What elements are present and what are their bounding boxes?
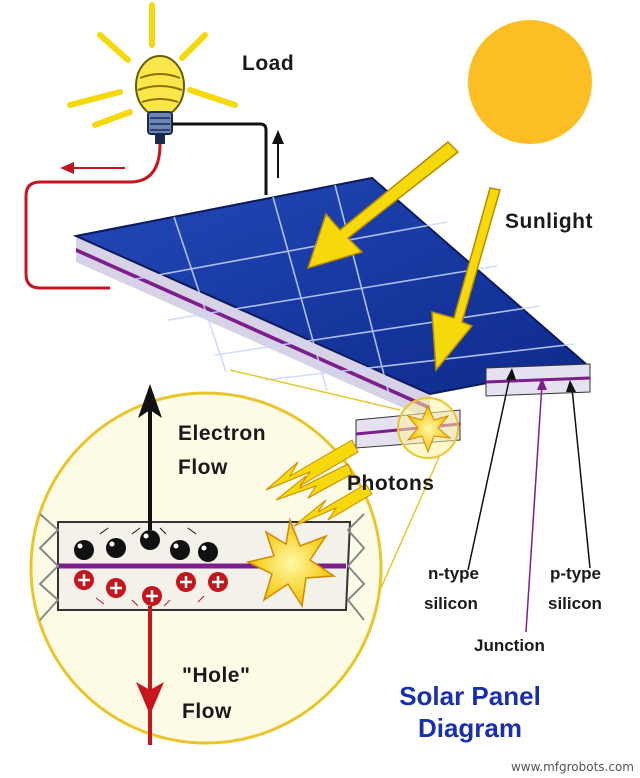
n-type-label-line2: silicon — [424, 594, 478, 613]
bulb-rays — [67, 2, 238, 128]
photons-label: Photons — [347, 472, 435, 495]
sunlight-arrows — [306, 140, 501, 372]
electrons — [74, 527, 218, 562]
watermark: www.mfgrobots.com — [510, 760, 634, 774]
electron-flow-label-line1: Electron — [178, 422, 267, 445]
load-label: Load — [242, 52, 295, 75]
lightbulb-icon — [135, 55, 185, 144]
wire-red — [24, 143, 162, 290]
diagram-title: Solar Panel Diagram — [380, 680, 560, 744]
electron-flow-arrow — [138, 384, 162, 530]
title-line2: Diagram — [417, 713, 523, 743]
layer-pointers — [467, 368, 591, 633]
title-line1: Solar Panel — [399, 681, 541, 711]
photon-bolts — [265, 439, 373, 527]
holes — [74, 570, 228, 607]
hole-flow-arrow — [136, 606, 164, 745]
small-flash — [406, 404, 452, 454]
p-type-label-line1: p-type — [550, 564, 601, 583]
current-arrow-red — [60, 162, 125, 174]
hole-flow-label-line2: Flow — [182, 700, 232, 723]
n-type-label-line1: n-type — [428, 564, 479, 583]
large-flash — [245, 517, 337, 609]
junction-label: Junction — [474, 636, 545, 655]
sunlight-label: Sunlight — [505, 210, 593, 233]
wire-black — [172, 122, 268, 195]
p-type-label-line2: silicon — [548, 594, 602, 613]
sun-icon — [468, 20, 592, 144]
electron-flow-label-line2: Flow — [178, 456, 228, 479]
hole-flow-label-line1: "Hole" — [182, 664, 251, 687]
current-arrow-black — [272, 130, 284, 178]
